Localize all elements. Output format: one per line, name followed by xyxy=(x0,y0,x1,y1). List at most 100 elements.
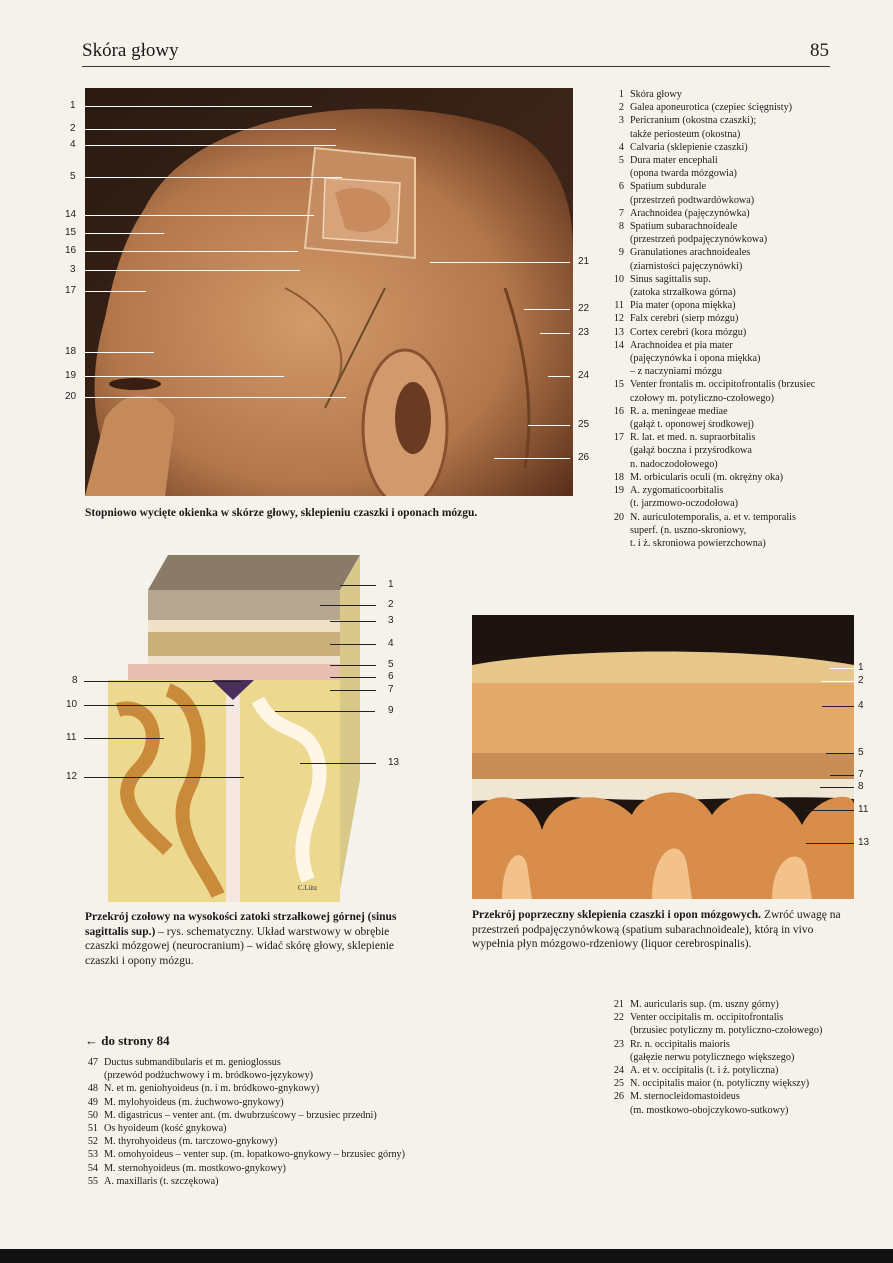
legend-entry: n. nadoczodołowego) xyxy=(604,458,844,471)
legend-entry-number xyxy=(604,194,630,207)
fig1-label: 14 xyxy=(65,209,77,220)
legend-entry-number xyxy=(604,458,630,471)
legend-entry-number xyxy=(604,1051,630,1064)
head-dissection-illustration xyxy=(85,88,573,496)
leader-line xyxy=(330,644,376,645)
legend-entry: superf. (n. uszno-skroniowy, xyxy=(604,524,844,537)
leader-line xyxy=(84,251,298,252)
fig1-label: 4 xyxy=(70,139,76,150)
fig2-label: 1 xyxy=(388,579,394,590)
fig1-label: 19 xyxy=(65,370,77,381)
fig2-label: 9 xyxy=(388,705,394,716)
legend-entry-number: 53 xyxy=(87,1149,98,1161)
fig3-label: 11 xyxy=(858,804,869,815)
legend-entry-text: Rr. n. occipitalis maioris xyxy=(630,1038,730,1050)
legend-entry-number xyxy=(78,1069,104,1082)
fig2-label: 10 xyxy=(66,699,78,710)
leader-line xyxy=(84,145,336,146)
fig3-label: 5 xyxy=(858,747,864,758)
fig1-label: 16 xyxy=(65,245,77,256)
legend-entry-text: N. et m. geniohyoideus (n. i m. bródkowo… xyxy=(104,1083,320,1095)
fig2-label: 8 xyxy=(72,675,78,686)
legend-entry: (przewód podżuchwowy i m. bródkowo-język… xyxy=(78,1069,518,1082)
scan-edge-band xyxy=(0,1249,893,1263)
legend-entry-text: Cortex cerebri (kora mózgu) xyxy=(630,326,747,338)
legend-entry-text: M. mylohyoideus (m. żuchwowo-gnykowy) xyxy=(104,1096,284,1108)
legend-entry-number: 26 xyxy=(613,1091,624,1103)
legend-entry-text: Dura mater encephali xyxy=(630,155,718,167)
legend-entry: czołowy m. potyliczno-czołowego) xyxy=(604,392,844,405)
legend-entry: (brzusiec potyliczny m. potyliczno-czoło… xyxy=(604,1024,854,1037)
legend-entry: także periosteum (okostna) xyxy=(604,128,844,141)
legend-entry: (gałąź boczna i przyśrodkowa xyxy=(604,444,844,457)
legend-entry-number xyxy=(604,233,630,246)
legend-entry-text: M. thyrohyoideus (m. tarczowo-gnykowy) xyxy=(104,1136,278,1148)
legend-entry: (gałęzie nerwu potylicznego większego) xyxy=(604,1051,854,1064)
leader-line xyxy=(524,309,570,310)
leader-line xyxy=(84,738,164,739)
leader-line xyxy=(330,621,376,622)
legend-entry: (ziarnistości pajęczynówki) xyxy=(604,260,844,273)
legend-entry-number xyxy=(604,128,630,141)
legend-entry-number: 12 xyxy=(613,313,624,325)
fig1-label: 5 xyxy=(70,171,76,182)
legend-entry-text: (brzusiec potyliczny m. potyliczno-czoło… xyxy=(630,1025,823,1037)
legend-entry-number: 51 xyxy=(87,1123,98,1135)
leader-line xyxy=(430,262,570,263)
leader-line xyxy=(84,233,164,234)
artist-signature: C.Lütz xyxy=(298,884,317,892)
legend-entry-number: 54 xyxy=(87,1162,98,1174)
fig1-label: 20 xyxy=(65,391,77,402)
leader-line xyxy=(330,677,376,678)
legend-entry-number: 11 xyxy=(614,300,624,312)
leader-line xyxy=(84,129,336,130)
legend-entry-text: M. sternohyoideus (m. mostkowo-gnykowy) xyxy=(104,1162,286,1174)
leader-line xyxy=(822,706,854,707)
leader-line xyxy=(528,425,570,426)
back-reference-title[interactable]: ← do strony 84 xyxy=(85,1033,170,1048)
fig2-caption: Przekrój czołowy na wysokości zatoki str… xyxy=(85,910,405,968)
leader-line xyxy=(804,810,854,811)
legend-entry-number: 23 xyxy=(613,1038,624,1050)
leader-line xyxy=(275,711,375,712)
leader-line xyxy=(84,106,312,107)
legend-entry: (pajęczynówka i opona miękka) xyxy=(604,352,844,365)
fig3-label: 7 xyxy=(858,769,864,780)
legend-entry-number: 47 xyxy=(87,1057,98,1068)
legend-entry: 52 M. thyrohyoideus (m. tarczowo-gnykowy) xyxy=(78,1135,518,1148)
legend-entry-text: Arachnoidea (pajęczynówka) xyxy=(630,207,750,219)
legend-entry-text: czołowy m. potyliczno-czołowego) xyxy=(630,392,774,404)
legend-entry-text: Arachnoidea et pia mater xyxy=(630,339,733,351)
legend-entry-number: 52 xyxy=(87,1136,98,1148)
fig1-label: 18 xyxy=(65,346,77,357)
legend-entry-text: (zatoka strzałkowa górna) xyxy=(630,287,736,299)
leader-line xyxy=(820,787,854,788)
fig1-label: 15 xyxy=(65,227,77,238)
legend-entry-text: M. auricularis sup. (m. uszny górny) xyxy=(630,999,779,1010)
legend-entry-text: R. a. meningeae mediae xyxy=(630,405,728,417)
fig1-label: 26 xyxy=(578,452,590,463)
legend-entry: (opona twarda mózgowia) xyxy=(604,167,844,180)
legend-entry: (zatoka strzałkowa górna) xyxy=(604,286,844,299)
legend-entry-text: A. maxillaris (t. szczękowa) xyxy=(104,1175,219,1187)
fig2-caption-text: – rys. schematyczny. Układ warstwowy w o… xyxy=(85,925,395,967)
legend-entry-text: N. occipitalis maior (n. potyliczny więk… xyxy=(630,1078,810,1090)
legend-entry-number: 4 xyxy=(618,141,624,153)
schematic-illustration: C.Lütz xyxy=(108,555,360,902)
fig3-label: 13 xyxy=(858,837,870,848)
leader-line xyxy=(806,843,854,844)
fig1-caption: Stopniowo wycięte okienka w skórze głowy… xyxy=(85,507,478,519)
leader-line xyxy=(84,376,284,377)
